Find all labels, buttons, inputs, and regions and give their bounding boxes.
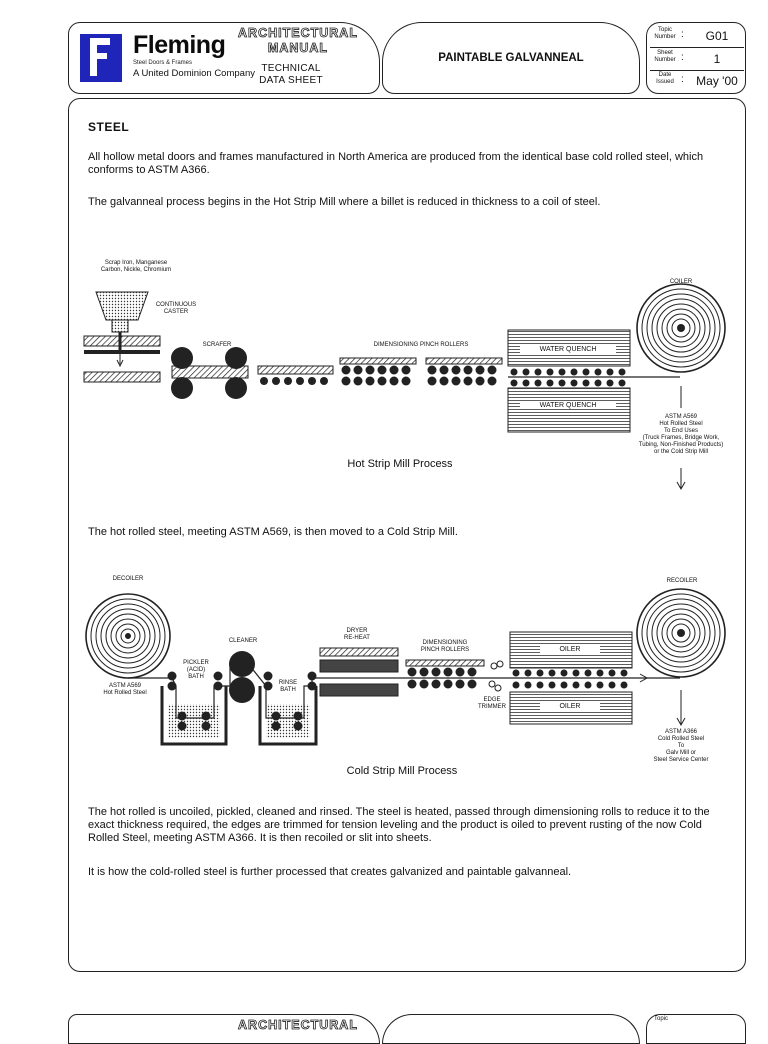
cold-astm-in-label: ASTM A569 Hot Rolled Steel — [103, 683, 147, 696]
paragraph-2: The galvanneal process begins in the Hot… — [88, 196, 601, 208]
arch-line-2: MANUAL — [267, 41, 329, 56]
date-issued-value: May '00 — [696, 74, 738, 88]
oiler-bottom-label: OILER — [540, 703, 600, 710]
edge-trimmer-label: EDGE TRIMMER — [478, 697, 506, 710]
cleaner-label: CLEANER — [228, 638, 258, 644]
brand-subtitle: Steel Doors & Frames — [133, 60, 193, 66]
decoiler-label: DECOILER — [112, 576, 144, 582]
cold-mill-caption: Cold Strip Mill Process — [346, 765, 458, 777]
date-issued-row: Date Issued : May '00 — [650, 70, 744, 92]
cold-strip-mill-diagram — [85, 588, 726, 746]
sheet-number-row: Sheet Number : 1 — [650, 48, 744, 71]
paragraph-1: All hollow metal doors and frames manufa… — [88, 151, 704, 176]
topic-number-value: G01 — [705, 29, 729, 43]
paragraph-5: It is how the cold-rolled steel is furth… — [88, 866, 572, 878]
next-page-topic-label: Topic — [654, 1016, 669, 1022]
document-title: PAINTABLE GALVANNEAL — [438, 52, 584, 64]
sheet-number-label: Sheet Number — [654, 50, 676, 63]
topic-colon: : — [681, 29, 684, 40]
technical-data-sheet: TECHNICAL DATA SHEET — [246, 63, 336, 87]
pickler-label: PICKLER (ACID) BATH — [183, 660, 209, 680]
cold-astm-out-label: ASTM A366 Cold Rolled Steel To Galv Mill… — [653, 729, 709, 763]
date-issued-label: Date Issued — [656, 72, 674, 85]
next-page-title-panel — [382, 1014, 640, 1044]
next-page-arch-title: ARCHITECTURAL — [238, 1018, 358, 1033]
recoiler-label: RECOILER — [666, 578, 698, 584]
tech-line-1: TECHNICAL — [261, 63, 321, 74]
brand-name: Fleming — [133, 31, 226, 59]
caster-label: CONTINUOUS CASTER — [155, 302, 197, 315]
topic-number-row: Topic Number : G01 — [650, 25, 744, 48]
rinse-label: RINSE BATH — [278, 680, 298, 693]
scrafer-label: SCRAFER — [202, 342, 232, 348]
header-meta-panel — [646, 22, 746, 94]
header-title-panel — [382, 22, 640, 94]
section-heading: STEEL — [88, 120, 130, 134]
cold-pinch-label: DIMENSIONING PINCH ROLLERS — [420, 640, 470, 653]
main-content-panel — [68, 98, 746, 972]
arch-line-1: ARCHITECTURAL — [238, 26, 358, 41]
quench-bottom-label: WATER QUENCH — [520, 402, 616, 409]
scrap-label: Scrap Iron, Manganese Carbon, Nickle, Ch… — [100, 260, 172, 273]
dryer-label: DRYER RE-HEAT — [344, 628, 370, 641]
sheet-number-value: 1 — [713, 52, 721, 66]
topic-number-label: Topic Number — [654, 27, 676, 40]
quench-top-label: WATER QUENCH — [520, 346, 616, 353]
hot-astm-label: ASTM A569 Hot Rolled Steel To End Uses (… — [638, 414, 724, 455]
paragraph-4: The hot rolled is uncoiled, pickled, cle… — [88, 806, 710, 844]
tech-line-2: DATA SHEET — [259, 75, 323, 86]
hot-pinch-label: DIMENSIONING PINCH ROLLERS — [373, 342, 469, 348]
architectural-manual-title: ARCHITECTURAL MANUAL — [228, 26, 368, 56]
brand-tagline: A United Dominion Company — [133, 68, 255, 79]
fleming-f-glyph-icon — [90, 38, 110, 76]
coiler-label: COILER — [669, 279, 693, 285]
hot-mill-caption: Hot Strip Mill Process — [347, 458, 453, 470]
date-colon: : — [681, 74, 684, 85]
paragraph-3: The hot rolled steel, meeting ASTM A569,… — [88, 526, 458, 538]
sheet-colon: : — [681, 52, 684, 63]
oiler-top-label: OILER — [540, 646, 600, 653]
